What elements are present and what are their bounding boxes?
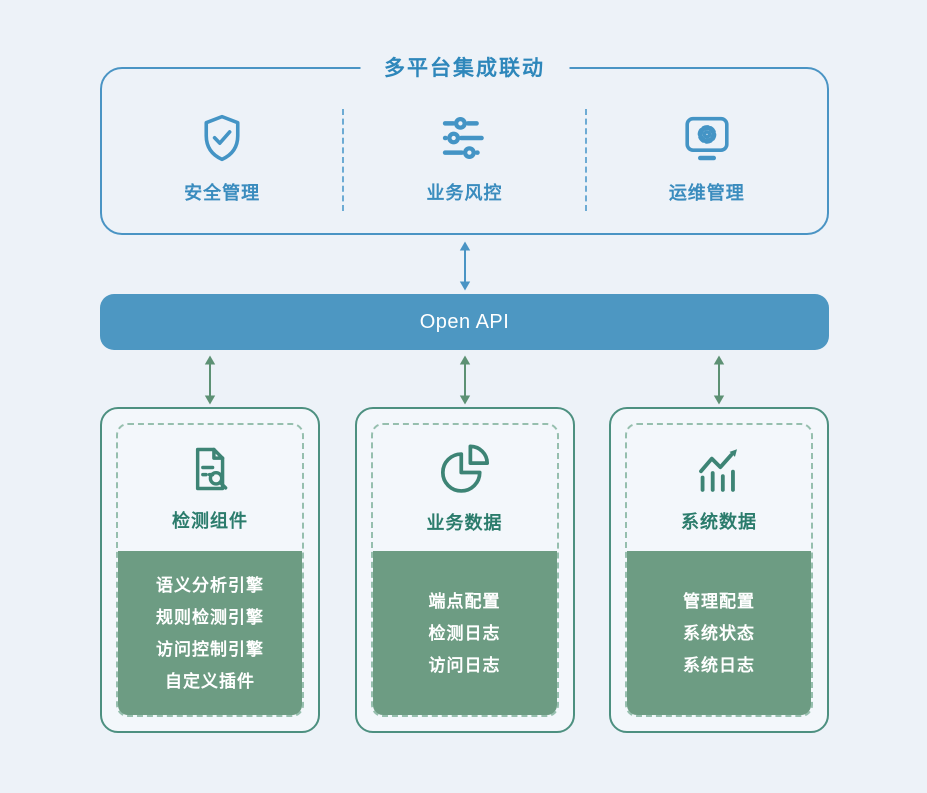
- list-item: 语义分析引擎: [156, 576, 264, 595]
- vertical-divider: [342, 109, 345, 211]
- card-title: 系统数据: [681, 512, 757, 532]
- platform-item-security: 安全管理: [102, 111, 342, 205]
- card-system-data: 系统数据 管理配置 系统状态 系统日志: [609, 407, 829, 733]
- card-title: 业务数据: [426, 513, 503, 533]
- document-search-icon: [195, 447, 228, 491]
- list-item: 检测日志: [428, 624, 501, 643]
- double-arrow-icon: [204, 355, 216, 405]
- list-item: 系统状态: [683, 624, 755, 643]
- list-item: 管理配置: [683, 592, 755, 611]
- platform-items: 安全管理 业务风控 运维管理: [102, 69, 827, 233]
- vertical-divider: [584, 109, 587, 211]
- list-item: 访问控制引擎: [156, 640, 264, 659]
- open-api-bar: Open API: [100, 294, 829, 350]
- monitor-gear-icon: [685, 116, 729, 161]
- list-item: 端点配置: [428, 592, 501, 611]
- shield-check-icon: [204, 114, 240, 162]
- platform-item-label: 业务风控: [426, 183, 503, 203]
- list-item: 访问日志: [428, 656, 501, 675]
- platform-item-label: 安全管理: [184, 183, 261, 203]
- list-item: 规则检测引擎: [156, 608, 264, 627]
- list-item: 自定义插件: [165, 672, 255, 691]
- card-title: 检测组件: [172, 511, 248, 531]
- platform-panel: 多平台集成联动 安全管理 业务风控: [100, 52, 829, 235]
- line-chart-icon: [699, 449, 737, 492]
- sliders-icon: [443, 116, 485, 160]
- platform-item-ops: 运维管理: [587, 111, 827, 205]
- card-business-data: 业务数据 端点配置 检测日志 访问日志: [354, 407, 575, 733]
- double-arrow-icon: [459, 355, 470, 405]
- platform-panel-title: 多平台集成联动: [360, 52, 569, 82]
- card-item-list: 语义分析引擎 规则检测引擎 访问控制引擎 自定义插件: [118, 551, 302, 715]
- list-item: 系统日志: [683, 656, 755, 675]
- card-item-list: 端点配置 检测日志 访问日志: [372, 551, 557, 715]
- platform-item-label: 运维管理: [668, 183, 745, 203]
- platform-item-risk: 业务风控: [344, 111, 584, 205]
- pie-chart-icon: [440, 444, 489, 493]
- double-arrow-icon: [459, 241, 470, 291]
- card-item-list: 管理配置 系统状态 系统日志: [627, 551, 811, 715]
- card-detection-components: 检测组件 语义分析引擎 规则检测引擎 访问控制引擎 自定义插件: [100, 407, 320, 733]
- double-arrow-icon: [713, 355, 725, 405]
